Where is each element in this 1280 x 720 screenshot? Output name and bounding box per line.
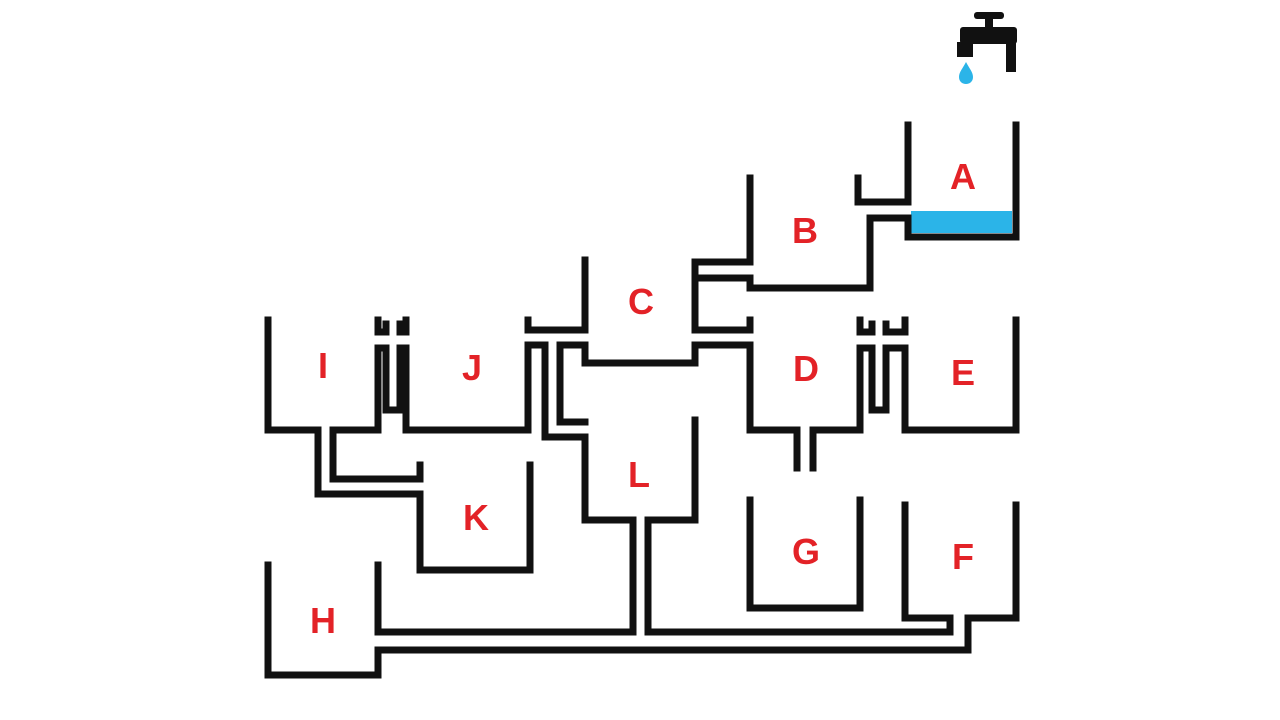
pipe-i-to-k [314, 426, 424, 498]
container-label-i: I [318, 345, 328, 386]
pipe-b-to-c [691, 258, 754, 282]
container-f-walls [901, 501, 1020, 622]
faucet-icon [957, 12, 1017, 72]
bottom-channel [374, 614, 972, 654]
pipe-l-to-bottom-channel [629, 516, 652, 636]
faucet-spout [957, 42, 973, 57]
container-label-h: H [310, 600, 336, 641]
container-label-e: E [951, 352, 975, 393]
container-label-d: D [793, 348, 819, 389]
pipe-c-to-d [691, 326, 754, 349]
container-h-walls [264, 561, 382, 679]
tube-i-to-j [374, 320, 410, 414]
container-d-walls [746, 316, 864, 472]
tube-d-to-e [856, 320, 909, 414]
container-labels: A B C D E F G H I J K L [310, 156, 976, 641]
water-drop-icon [959, 62, 973, 84]
container-label-c: C [628, 281, 654, 322]
container-label-l: L [628, 454, 650, 495]
container-c-walls [581, 256, 699, 367]
container-label-b: B [792, 210, 818, 251]
container-l-walls [581, 416, 699, 524]
container-label-k: K [463, 497, 489, 538]
water-level-container-a [911, 211, 1012, 233]
container-label-a: A [950, 156, 976, 197]
pipe-down-to-l [541, 341, 589, 441]
container-i-walls [264, 316, 382, 434]
container-e-walls [901, 316, 1020, 434]
faucet-handle-bar [974, 12, 1004, 19]
container-label-j: J [462, 347, 482, 388]
faucet-body [960, 27, 1017, 44]
walls-and-pipes [264, 121, 1020, 679]
faucet-pipe [1006, 42, 1016, 72]
container-label-f: F [952, 536, 974, 577]
pipe-a-to-b [854, 174, 912, 292]
container-label-g: G [792, 531, 820, 572]
faucet-handle-stem [985, 17, 993, 30]
container-a-walls [904, 121, 1020, 241]
container-k-walls [416, 461, 534, 574]
container-g-walls [746, 496, 864, 612]
